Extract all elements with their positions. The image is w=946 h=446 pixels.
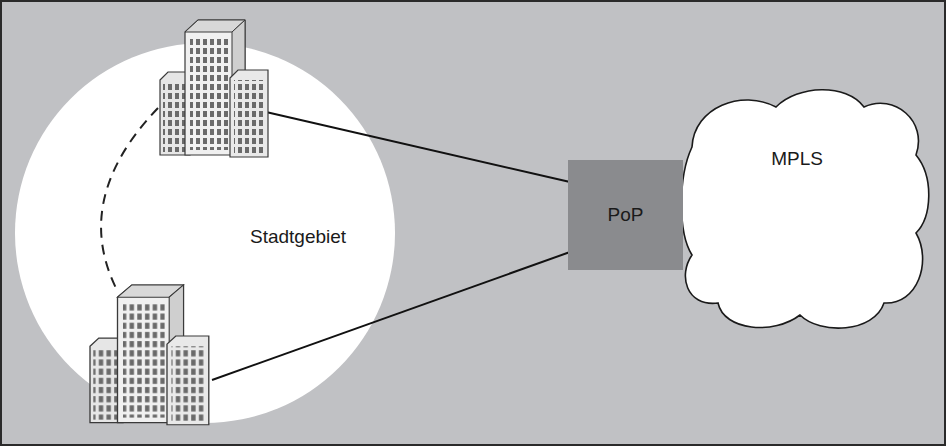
label-holder: MPLS <box>771 148 823 170</box>
city-area-label: Stadtgebiet <box>250 226 346 247</box>
mpls-cloud-label: MPLS <box>771 148 823 169</box>
mpls-cloud: MPLS <box>680 85 932 335</box>
pop-box: PoP <box>568 160 683 270</box>
cloud-outline <box>680 85 932 335</box>
pop-box-label: PoP <box>608 204 644 226</box>
label-holder: Stadtgebiet <box>250 226 346 248</box>
city-area: Stadtgebiet <box>15 43 395 423</box>
